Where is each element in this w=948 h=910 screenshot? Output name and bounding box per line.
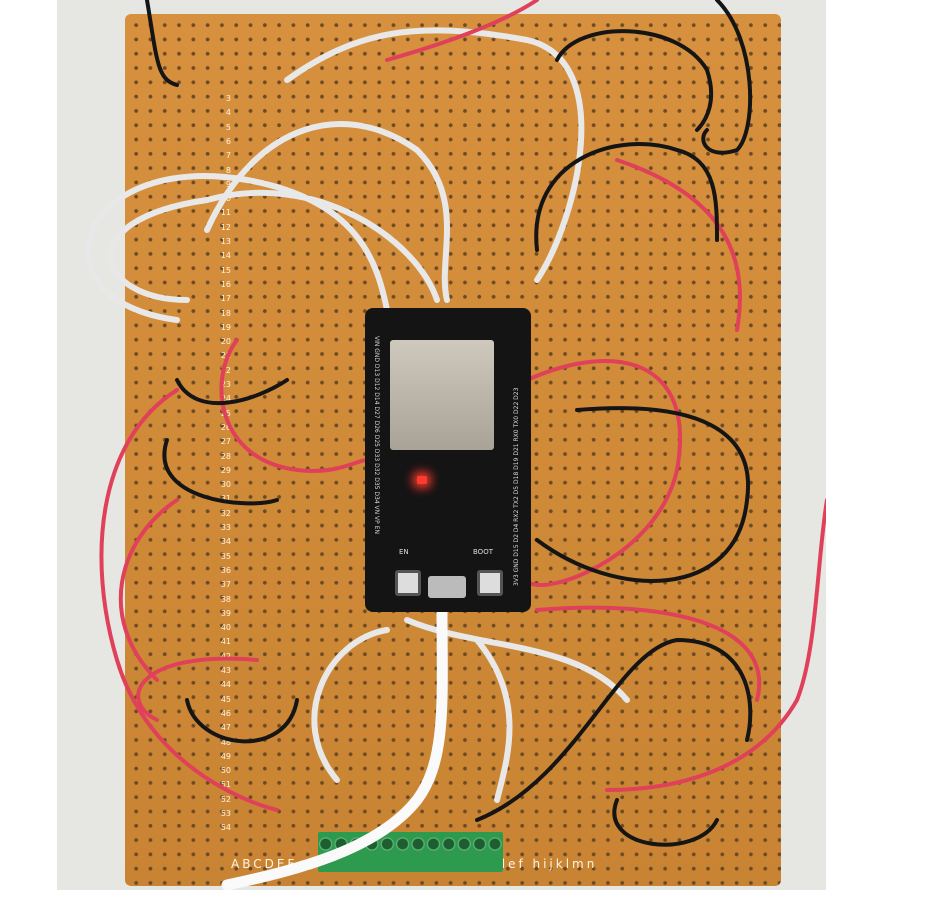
row-label: 35: [220, 551, 231, 561]
wires: [84, 0, 826, 890]
row-label: 28: [220, 451, 231, 461]
row-label: 39: [220, 608, 231, 618]
row-label: 26: [220, 422, 231, 432]
row-label: 43: [220, 666, 231, 675]
row-label: 8: [225, 165, 231, 175]
row-label: 40: [220, 623, 231, 633]
power-led: [417, 476, 427, 484]
row-label: 3: [225, 94, 231, 103]
esp32-module: VIN GND D13 D12 D14 D27 D26 D25 D33 D32 …: [365, 308, 531, 612]
row-label: 29: [220, 465, 231, 475]
row-label: 41: [220, 637, 231, 647]
row-label: 30: [220, 480, 231, 490]
row-label: 11: [220, 208, 231, 218]
row-label: 31: [220, 494, 231, 504]
row-label: 22: [220, 365, 231, 375]
right-pin-labels: 3V3 GND D15 D2 D4 RX2 TX2 D5 D18 D19 D21…: [513, 387, 520, 586]
row-label: 47: [220, 723, 231, 733]
usb-cable: [221, 604, 448, 890]
row-label: 44: [220, 680, 231, 690]
row-label: 14: [220, 251, 231, 261]
row-label: 42: [220, 651, 231, 661]
row-label: 36: [220, 565, 231, 575]
row-label: 12: [220, 222, 231, 232]
row-label: 37: [220, 580, 231, 590]
wifi-module-shield: [390, 340, 494, 450]
row-label: 33: [220, 523, 231, 532]
row-label: 13: [220, 237, 231, 246]
row-label: 46: [220, 708, 231, 718]
row-label: 18: [220, 308, 231, 318]
row-label: 27: [220, 437, 231, 447]
row-label: 50: [220, 766, 231, 776]
boot-button[interactable]: [477, 570, 503, 596]
row-label: 52: [220, 794, 231, 804]
row-label: 49: [220, 751, 231, 761]
row-label: 16: [220, 279, 231, 289]
row-label: 24: [220, 394, 231, 404]
black-wires: [145, 0, 753, 847]
row-label: 15: [220, 265, 231, 275]
micro-usb-port: [428, 576, 466, 598]
row-label: 45: [220, 694, 231, 704]
en-button[interactable]: [395, 570, 421, 596]
left-pin-labels: VIN GND D13 D12 D14 D27 D26 D25 D33 D32 …: [373, 336, 380, 534]
boot-label: BOOT: [473, 548, 493, 556]
row-label: 34: [220, 537, 231, 547]
row-label: 4: [225, 108, 231, 118]
row-label: 6: [225, 136, 231, 146]
en-label: EN: [399, 548, 409, 556]
row-label: 20: [220, 337, 231, 347]
row-label: 7: [225, 151, 231, 161]
row-label: 48: [220, 737, 231, 747]
row-label: 32: [220, 508, 231, 518]
row-label: 53: [220, 809, 231, 818]
row-label: 54: [220, 823, 231, 833]
row-label: 5: [225, 122, 231, 132]
red-wires: [99, 0, 826, 812]
row-label: 23: [220, 380, 231, 389]
row-label: 17: [220, 294, 231, 304]
row-label: 51: [220, 780, 231, 790]
row-label: 19: [220, 322, 231, 332]
row-label: 9: [225, 179, 231, 189]
white-wires: [84, 27, 630, 803]
row-label: 38: [220, 594, 231, 604]
